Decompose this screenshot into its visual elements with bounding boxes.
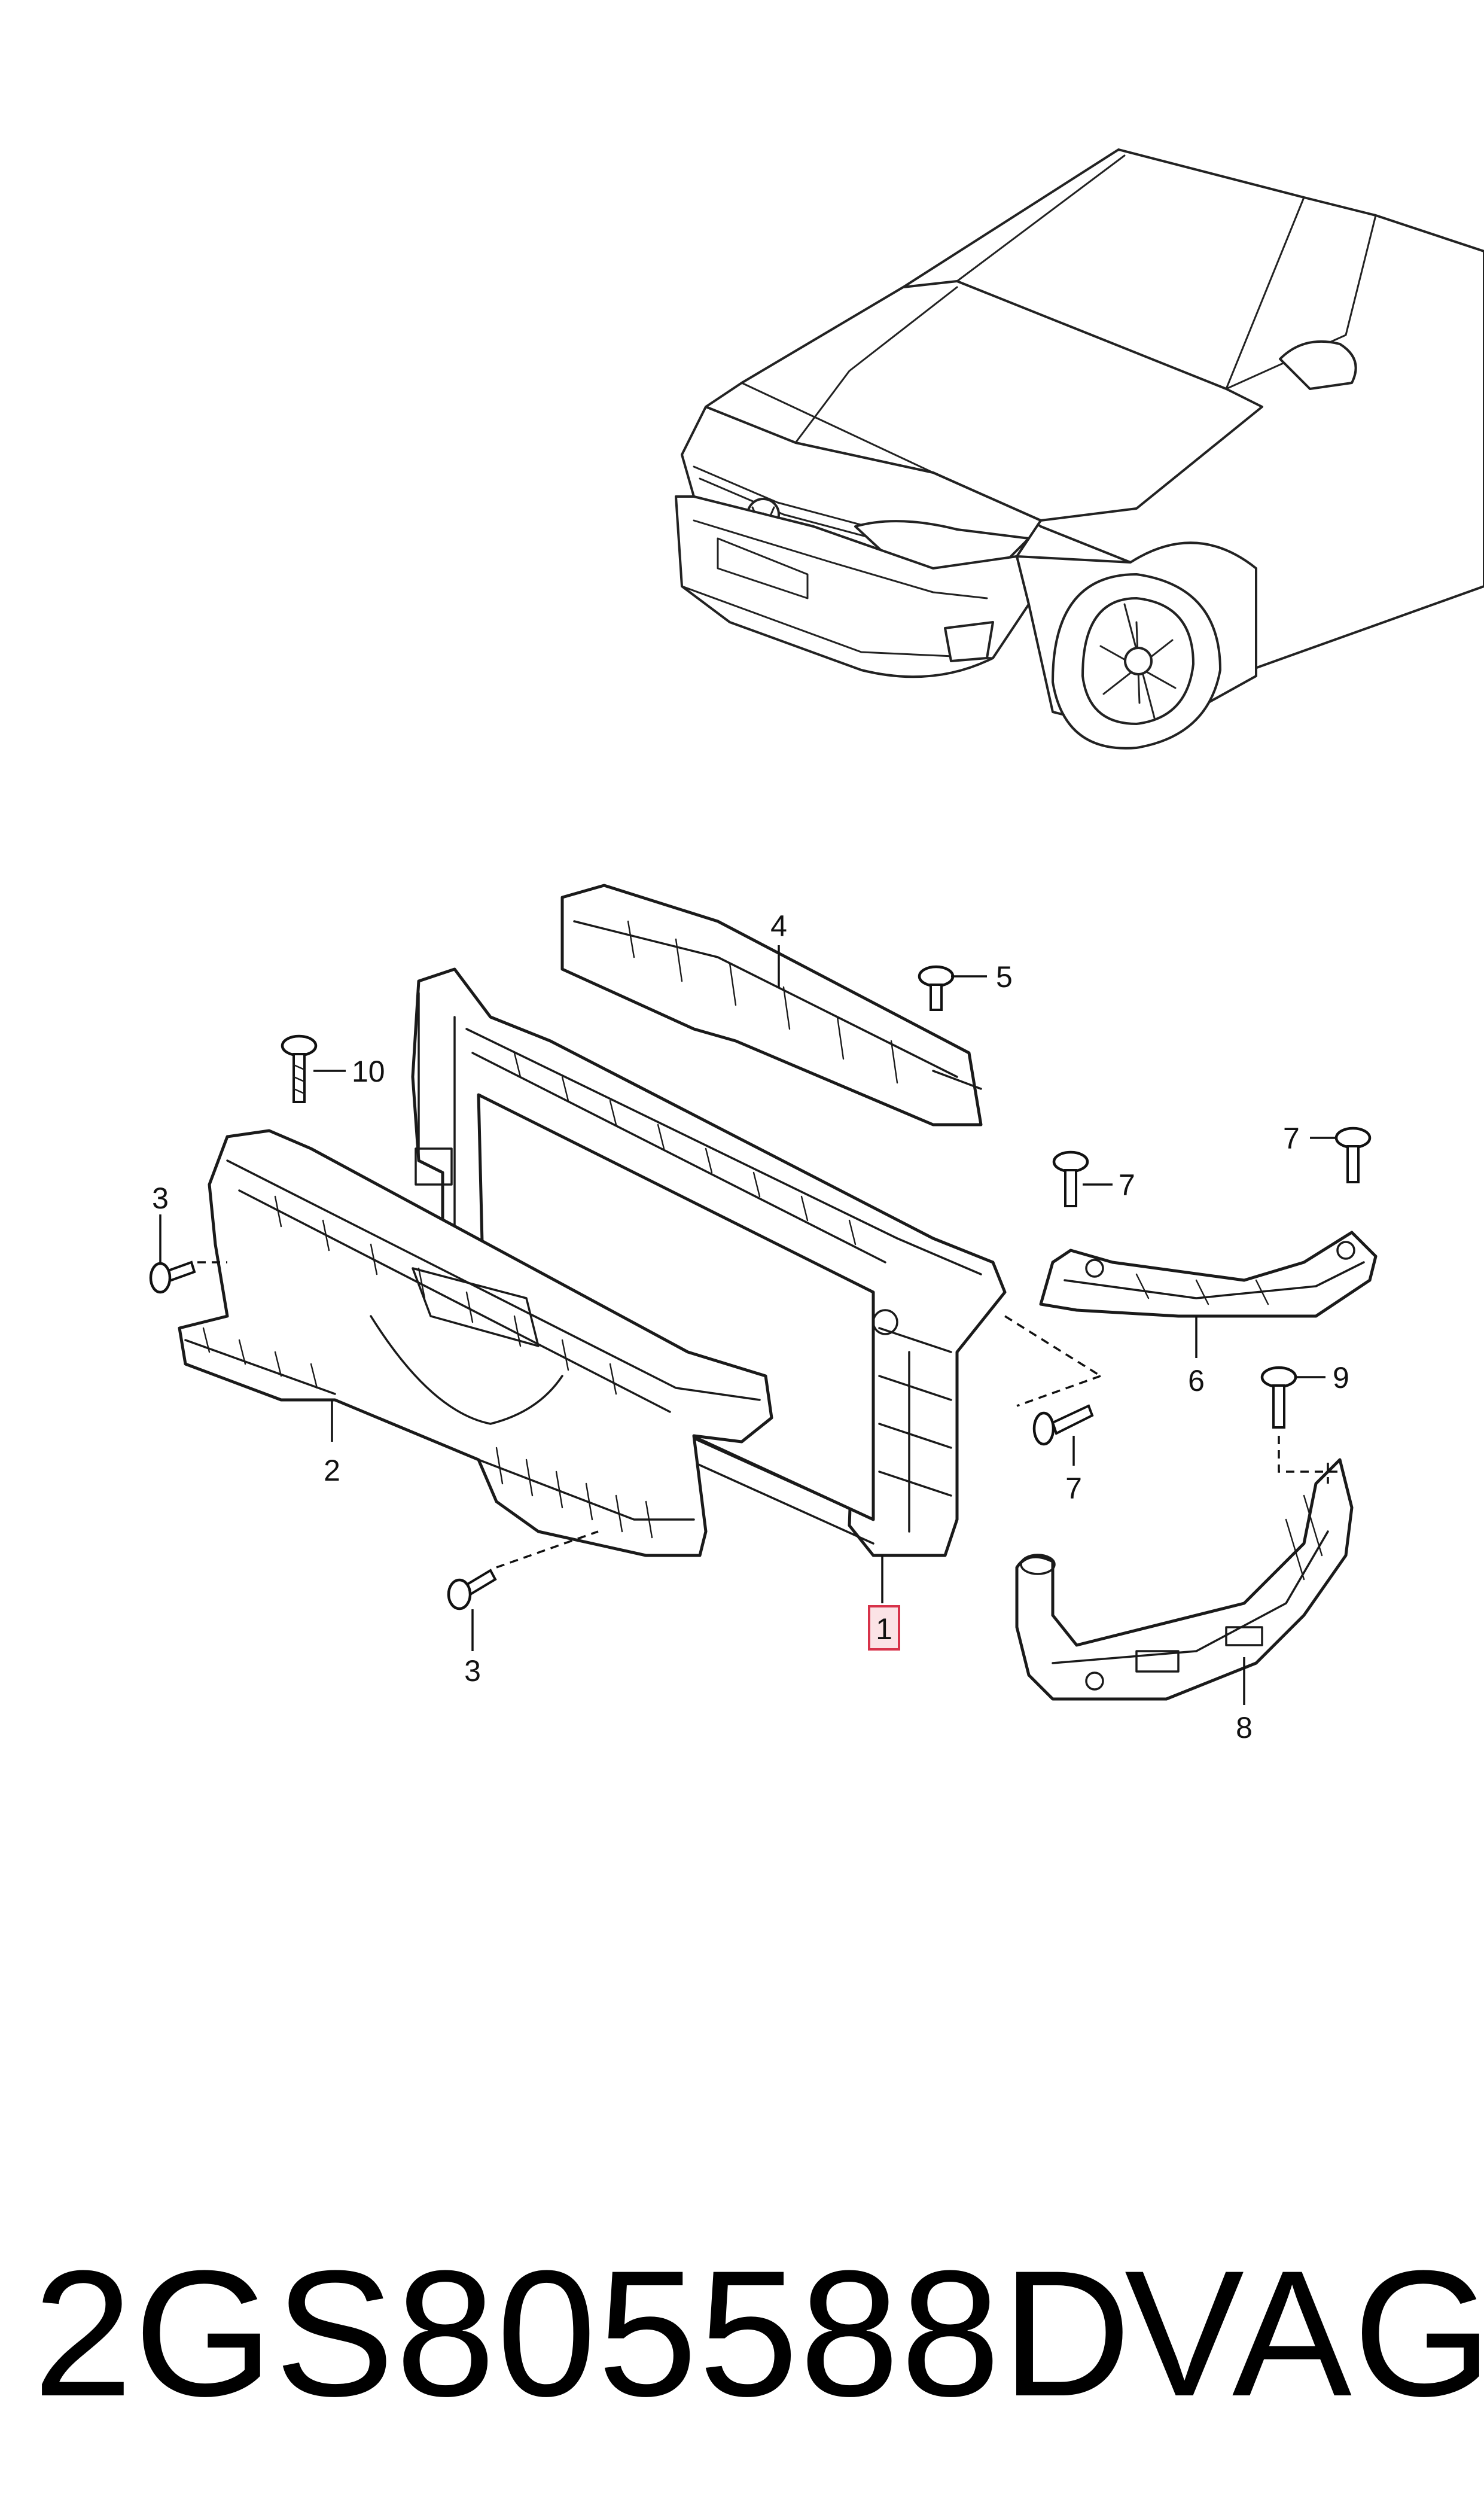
- bolt-3-upper: [149, 1260, 196, 1294]
- bolt-7-right: [1334, 1126, 1372, 1183]
- callout-3-lower: 3: [464, 1654, 481, 1688]
- callout-2: 2: [324, 1454, 340, 1487]
- callout-10: 10: [352, 1055, 385, 1088]
- callout-labels: 1 2 3 3 4 5 6 7 7 7 8 9 10: [152, 909, 1349, 1744]
- bolt-7-left: [1052, 1150, 1089, 1207]
- bolt-5: [918, 965, 955, 1011]
- bolt-10: [281, 1034, 318, 1103]
- part-8-lower-bracket: [1015, 1458, 1354, 1701]
- leader-lines: [159, 945, 1336, 1705]
- callout-8: 8: [1236, 1711, 1253, 1744]
- car-front-view-illustration: [675, 148, 1484, 750]
- callout-3-upper: 3: [152, 1182, 169, 1215]
- callout-9: 9: [1333, 1361, 1349, 1395]
- callout-7-lower: 7: [1065, 1472, 1082, 1505]
- assembly-dashed-lines: [197, 1261, 1340, 1569]
- part-6-upper-bracket: [1039, 1231, 1378, 1318]
- bolt-3-lower: [447, 1569, 497, 1610]
- bolt-7-lower: [1032, 1404, 1094, 1446]
- part-2-front-panel: [178, 1129, 773, 1557]
- brand-label: VAG: [1125, 2233, 1484, 2434]
- bolt-9: [1260, 1366, 1297, 1429]
- callout-1: 1: [876, 1612, 892, 1646]
- callout-4: 4: [770, 909, 787, 943]
- part-number: 2GS805588D: [33, 2233, 1133, 2434]
- part-4-upper-cross-member: [560, 884, 983, 1126]
- callout-6: 6: [1188, 1364, 1205, 1397]
- callout-7-right: 7: [1283, 1122, 1300, 1155]
- callout-5: 5: [996, 960, 1013, 994]
- part-1-front-carrier: [411, 967, 1007, 1557]
- callout-1-highlight-box: [868, 1605, 900, 1651]
- callout-7-left: 7: [1119, 1168, 1135, 1202]
